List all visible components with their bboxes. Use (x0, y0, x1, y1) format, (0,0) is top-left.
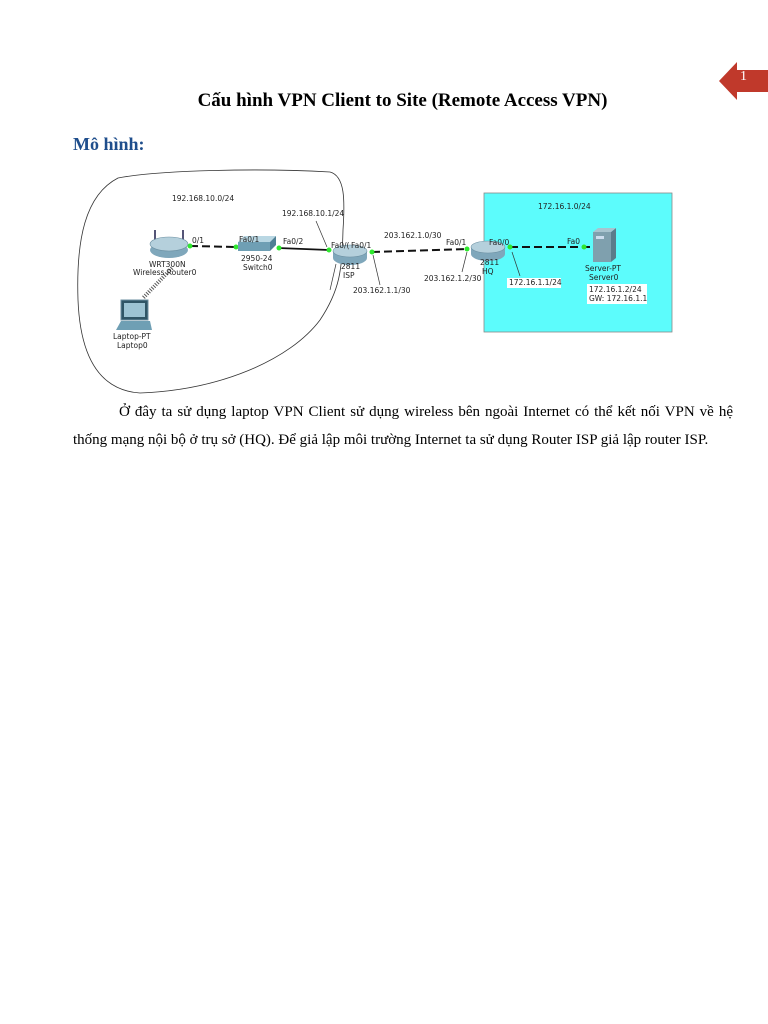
switch-port-left: Fa0/1 (239, 235, 260, 244)
wireless-router-port: 0/1 (192, 236, 204, 245)
laptop-icon[interactable] (116, 299, 152, 330)
lan-network-label: 192.168.10.0/24 (172, 194, 234, 203)
document-title: Cấu hình VPN Client to Site (Remote Acce… (197, 90, 608, 111)
link-switch-isp (277, 247, 330, 251)
laptop-model: Laptop-PT (113, 332, 151, 341)
internet-zone-outline (77, 169, 345, 394)
server-ip-label: 172.16.1.2/24 (589, 285, 642, 294)
server-port: Fa0 (567, 237, 580, 246)
wireless-router-name: Wireless Router0 (133, 268, 197, 277)
link-isp-hq (371, 248, 468, 253)
isp-name: ISP (343, 271, 355, 280)
switch-model: 2950-24 (241, 254, 273, 263)
hq-port-right: Fa0/0 (489, 238, 510, 247)
switch-name: Switch0 (243, 263, 273, 272)
hq-lan-ip-label: 172.16.1.1/24 (509, 278, 562, 287)
wan-network-label: 203.162.1.0/30 (384, 231, 442, 240)
isp-port-right: Fa0/1 (351, 241, 372, 250)
hq-model: 2811 (480, 258, 499, 267)
isp-lan-ip-label: 192.168.10.1/24 (282, 209, 344, 218)
server-icon[interactable] (593, 228, 616, 262)
hq-router-icon[interactable] (470, 240, 506, 261)
server-gw-label: GW: 172.16.1.1 (589, 294, 647, 303)
laptop-name: Laptop0 (117, 341, 148, 350)
switch-port-right: Fa0/2 (283, 237, 304, 246)
hq-zone (483, 192, 673, 333)
server-model: Server-PT (585, 264, 621, 273)
wireless-link (141, 266, 174, 300)
isp-port-left: Fa0/( (331, 241, 350, 250)
switch-icon[interactable] (238, 236, 276, 251)
section-heading: Mô hình: (73, 134, 145, 154)
page-number: 1 (740, 69, 747, 84)
wireless-router-icon[interactable] (149, 230, 189, 258)
hq-wan-ip-label: 203.162.1.2/30 (424, 274, 482, 283)
network-diagram: 192.168.10.0/24 192.168.10.1/24 203.162.… (77, 169, 673, 394)
hq-name: HQ (482, 267, 494, 276)
isp-model: 2811 (341, 262, 360, 271)
isp-wan-ip-label: 203.162.1.1/30 (353, 286, 411, 295)
wireless-router-model: WRT300N (149, 260, 186, 269)
link-router-switch (189, 245, 237, 248)
hq-network-label: 172.16.1.0/24 (538, 202, 591, 211)
hq-port-left: Fa0/1 (446, 238, 467, 247)
body-paragraph: Ở đây ta sử dụng laptop VPN Client sử dụ… (73, 404, 733, 448)
server-name: Server0 (589, 273, 619, 282)
isp-router-icon[interactable] (332, 244, 368, 265)
page-number-arrow (719, 62, 768, 100)
